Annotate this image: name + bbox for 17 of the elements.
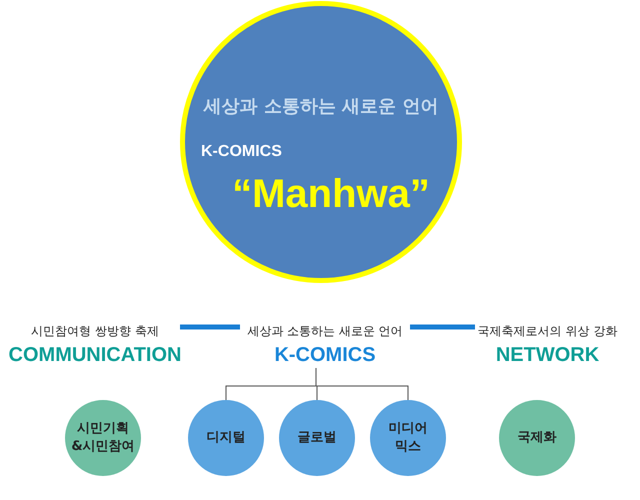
connector-line bbox=[316, 368, 408, 400]
heading: K-COMICS bbox=[274, 344, 376, 367]
keyword-circle: 시민기획 &시민참여 bbox=[65, 400, 141, 476]
heading: NETWORK bbox=[496, 344, 600, 367]
subtitle: 국제축제로서의 위상 강화 bbox=[478, 323, 618, 340]
heading: K-COMICS bbox=[201, 143, 282, 161]
keyword-circle: 국제화 bbox=[499, 400, 575, 476]
title: “Manhwa” bbox=[231, 172, 431, 217]
keyword-circle: 글로벌 bbox=[279, 400, 355, 476]
subtitle: 세상과 소통하는 새로운 언어 bbox=[202, 95, 440, 118]
subtitle: 세상과 소통하는 새로운 언어 bbox=[247, 323, 403, 340]
heading: COMMUNICATION bbox=[8, 344, 182, 367]
keyword-circle: 미디어 믹스 bbox=[370, 400, 446, 476]
connector-bar bbox=[410, 324, 475, 330]
subtitle: 시민참여형 쌍방향 축제 bbox=[31, 323, 159, 340]
keyword-circle: 디지털 bbox=[188, 400, 264, 476]
connector-bar bbox=[180, 324, 240, 330]
